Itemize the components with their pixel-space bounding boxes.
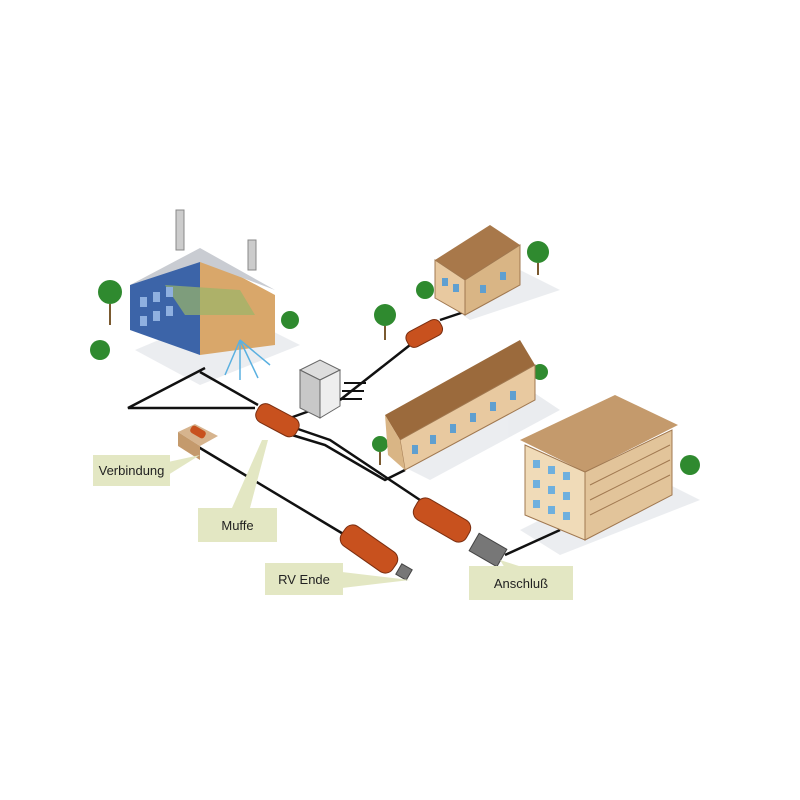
label-pointers — [168, 440, 525, 588]
rv-ende-sleeve — [339, 524, 399, 574]
cable-to-rowhouse — [291, 433, 406, 482]
upper-house-sleeve — [405, 318, 444, 348]
label-muffe: Muffe — [198, 508, 277, 542]
label-verbindung: Verbindung — [93, 455, 170, 486]
anschluss-box — [468, 532, 508, 568]
distribution-cabinet — [298, 359, 366, 419]
row-houses — [385, 340, 536, 471]
label-anschluss: Anschluß — [469, 566, 573, 600]
muffe-sleeve — [255, 403, 300, 438]
label-rv-ende: RV Ende — [265, 563, 343, 595]
apartment-block — [520, 395, 678, 541]
cable-to-anschluss-1 — [294, 426, 421, 502]
cable-to-apartment — [504, 528, 561, 557]
trees — [90, 241, 700, 475]
central-office-building — [130, 209, 275, 380]
cable-to-rv-ende — [194, 443, 346, 537]
anschluss-sleeve — [412, 497, 472, 543]
rv-ende-cap — [395, 563, 413, 581]
verbindung-joint — [178, 424, 218, 460]
sleeves — [255, 318, 472, 574]
cable-main — [127, 366, 255, 410]
house-upper — [434, 225, 521, 316]
cable-feed — [199, 370, 259, 407]
